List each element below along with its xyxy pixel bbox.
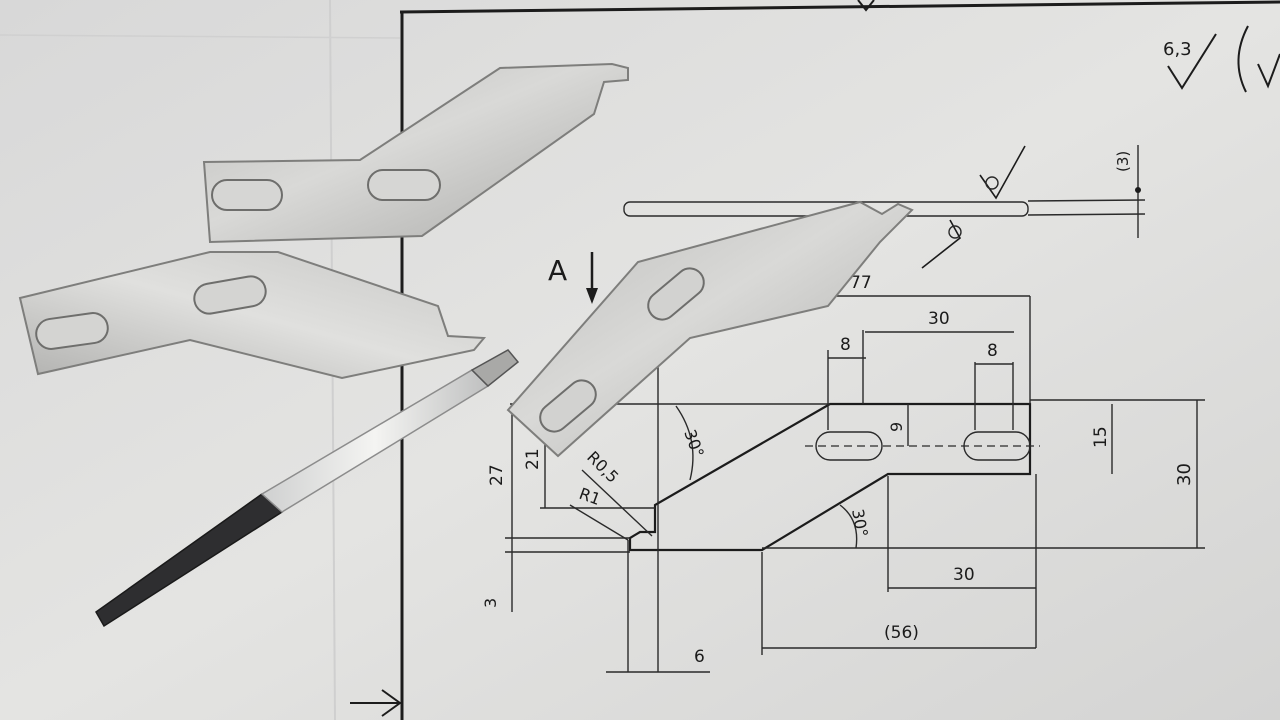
svg-text:8: 8 <box>987 341 998 361</box>
metal-part-top <box>202 62 629 244</box>
svg-text:30: 30 <box>928 309 950 329</box>
svg-text:6,3: 6,3 <box>1163 39 1192 60</box>
metal-part-center <box>506 200 914 458</box>
svg-text:27: 27 <box>487 464 507 486</box>
svg-text:8: 8 <box>840 335 851 355</box>
svg-text:15: 15 <box>1091 426 1111 448</box>
svg-text:77: 77 <box>850 273 872 293</box>
surface-finish-symbol: 6,3 <box>1163 25 1280 93</box>
section-marker-a: A <box>548 252 598 304</box>
svg-text:A: A <box>548 254 567 287</box>
svg-text:(3): (3) <box>1114 151 1132 172</box>
metal-part-left <box>18 251 487 380</box>
side-view: (3) <box>623 145 1146 269</box>
utility-blade <box>95 349 520 628</box>
svg-text:6: 6 <box>694 647 705 667</box>
svg-text:30°: 30° <box>848 507 872 538</box>
paper-fold <box>0 34 401 39</box>
svg-text:(56): (56) <box>884 623 919 643</box>
part-outline <box>628 296 1040 552</box>
svg-text:30: 30 <box>1174 463 1195 486</box>
svg-text:9: 9 <box>887 422 906 432</box>
svg-text:3: 3 <box>481 598 500 608</box>
svg-text:21: 21 <box>523 448 543 470</box>
svg-text:30: 30 <box>953 565 975 585</box>
